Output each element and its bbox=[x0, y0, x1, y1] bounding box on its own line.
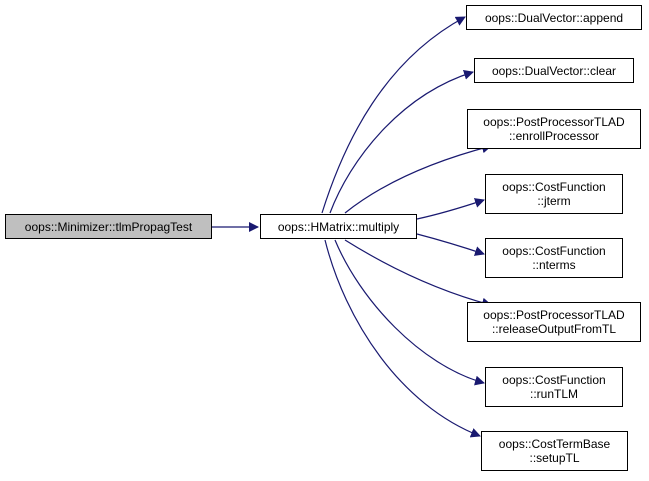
node-label: oops::DualVector::append bbox=[484, 10, 624, 25]
node-label: oops::HMatrix::multiply bbox=[277, 219, 400, 234]
edge-multiply-to-clear bbox=[329, 69, 474, 214]
edge-multiply-to-append bbox=[321, 16, 466, 214]
node-label-line-2: ::setupTL bbox=[529, 451, 580, 465]
node-costfunction-jterm[interactable]: oops::CostFunction ::jterm bbox=[485, 174, 623, 214]
node-label-line-1: oops::PostProcessorTLAD bbox=[483, 308, 625, 322]
edge-multiply-to-nterms bbox=[416, 233, 485, 256]
edge-multiply-to-enrollprocessor bbox=[344, 143, 492, 214]
node-label-line-1: oops::CostFunction bbox=[502, 180, 606, 194]
node-label: oops::DualVector::clear bbox=[491, 63, 617, 78]
node-label-line-2: ::nterms bbox=[532, 258, 576, 272]
edge-multiply-to-jterm bbox=[416, 198, 485, 220]
node-dualvector-append[interactable]: oops::DualVector::append bbox=[466, 5, 642, 30]
node-costfunction-runtlm[interactable]: oops::CostFunction ::runTLM bbox=[485, 367, 623, 407]
edge-multiply-to-releaseoutputfromtl bbox=[344, 239, 492, 308]
node-postprocessortlad-releaseoutputfromtl[interactable]: oops::PostProcessorTLAD ::releaseOutputF… bbox=[467, 302, 641, 342]
edge-multiply-to-setuptl bbox=[324, 239, 481, 438]
node-label: oops::Minimizer::tlmPropagTest bbox=[24, 219, 193, 234]
node-label-line-2: ::jterm bbox=[537, 194, 571, 208]
node-label-line-2: ::enrollProcessor bbox=[508, 129, 600, 143]
node-label-line-2: ::releaseOutputFromTL bbox=[491, 322, 617, 336]
node-label-line-1: oops::CostFunction bbox=[502, 373, 606, 387]
node-postprocessortlad-enrollprocessor[interactable]: oops::PostProcessorTLAD ::enrollProcesso… bbox=[467, 109, 641, 149]
node-label-line-1: oops::CostTermBase bbox=[498, 437, 611, 451]
node-minimizer-tlmpropagtest[interactable]: oops::Minimizer::tlmPropagTest bbox=[5, 214, 212, 239]
edge-multiply-to-runtlm bbox=[334, 239, 485, 386]
node-label-line-2: ::runTLM bbox=[529, 387, 578, 401]
node-costfunction-nterms[interactable]: oops::CostFunction ::nterms bbox=[485, 238, 623, 278]
node-label-line-1: oops::CostFunction bbox=[502, 244, 606, 258]
node-costtermbase-setuptl[interactable]: oops::CostTermBase ::setupTL bbox=[481, 431, 628, 471]
node-hmatrix-multiply[interactable]: oops::HMatrix::multiply bbox=[260, 214, 417, 239]
node-dualvector-clear[interactable]: oops::DualVector::clear bbox=[474, 58, 634, 83]
node-label-line-1: oops::PostProcessorTLAD bbox=[483, 115, 625, 129]
